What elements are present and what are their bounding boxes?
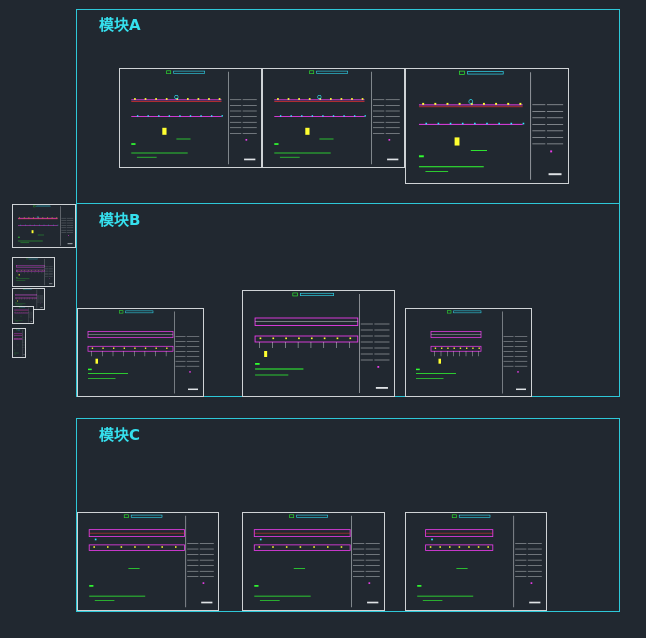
- sheet-drawing: [418, 70, 564, 180]
- module-c-sheet-3[interactable]: [405, 512, 547, 611]
- sheet-drawing: [274, 70, 400, 165]
- thumbnail-drawing: [17, 205, 74, 246]
- thumbnail-drawing: [16, 258, 53, 286]
- sheet-drawing: [88, 514, 214, 608]
- module-a-sheet-2[interactable]: [262, 68, 405, 168]
- thumbnail-drawing: [13, 329, 25, 357]
- module-c-frame[interactable]: 模块C: [76, 418, 620, 612]
- module-b-sheet-2[interactable]: [242, 290, 395, 397]
- thumbnail-sheet-4[interactable]: [12, 306, 34, 324]
- module-c-label: 模块C: [99, 426, 141, 444]
- module-b-sheet-3[interactable]: [405, 308, 532, 397]
- module-c-sheet-1[interactable]: [77, 512, 219, 611]
- thumbnail-drawing: [15, 289, 44, 309]
- module-b-label: 模块B: [99, 211, 141, 229]
- module-b-sheet-1[interactable]: [77, 308, 204, 397]
- module-a-label: 模块A: [99, 16, 141, 34]
- thumbnail-sheet-2[interactable]: [12, 257, 55, 287]
- sheet-drawing: [416, 310, 528, 394]
- sheet-drawing: [253, 514, 380, 608]
- sheet-drawing: [254, 292, 390, 393]
- module-c-sheet-2[interactable]: [242, 512, 385, 611]
- thumbnail-drawing: [14, 307, 33, 323]
- thumbnail-sheet-5[interactable]: [12, 328, 26, 358]
- sheet-drawing: [87, 310, 200, 394]
- module-a-sheet-1[interactable]: [119, 68, 262, 168]
- thumbnail-sheet-1[interactable]: [12, 204, 76, 248]
- sheet-drawing: [417, 514, 542, 608]
- sheet-drawing: [131, 70, 257, 165]
- module-a-sheet-3[interactable]: [405, 68, 569, 184]
